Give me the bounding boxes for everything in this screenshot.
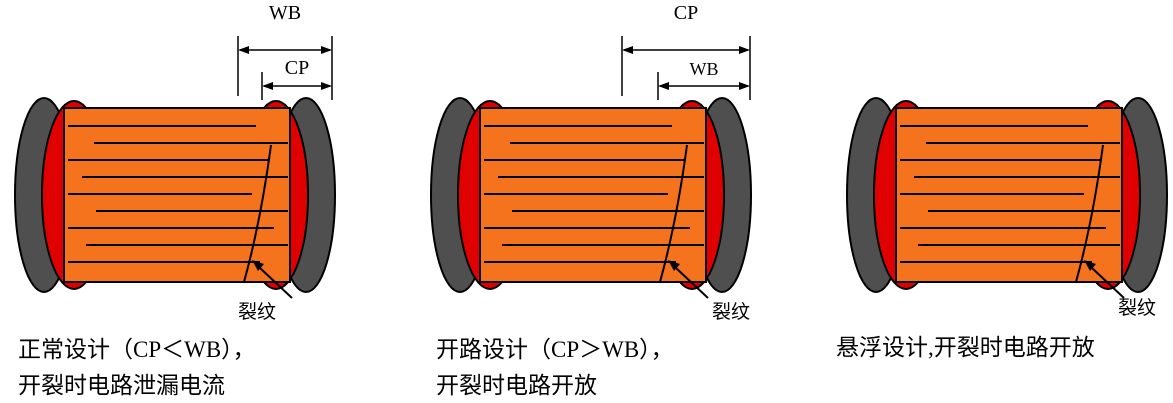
fig2-caption-line2: 开裂时电路开放 (436, 373, 597, 398)
fig1-caption-line2: 开裂时电路泄漏电流 (18, 373, 225, 398)
fig1-crack-label: 裂纹 (238, 302, 277, 323)
fig2-dim-inner-label: WB (689, 59, 719, 79)
fig2-dimension-lines (621, 36, 751, 100)
fig3-caption-line1: 悬浮设计,开裂时电路开放 (836, 335, 1095, 360)
fig3-crack-label: 裂纹 (1118, 298, 1157, 319)
fig2-crack-label: 裂纹 (712, 302, 751, 323)
fig2-dim-outer-label: CP (673, 2, 699, 24)
chip-floating-design (846, 97, 1168, 299)
chip-open-circuit-design (430, 97, 752, 299)
fig1-caption-line1: 正常设计（CP＜WB）， (18, 337, 256, 362)
chip-normal-design (14, 97, 336, 299)
fig1-dim-inner-label: CP (284, 57, 310, 79)
fig2-caption-line1: 开路设计（CP＞WB）， (436, 337, 674, 362)
fig1-dim-outer-label: WB (268, 2, 302, 24)
fig1-dimension-lines (237, 36, 333, 100)
